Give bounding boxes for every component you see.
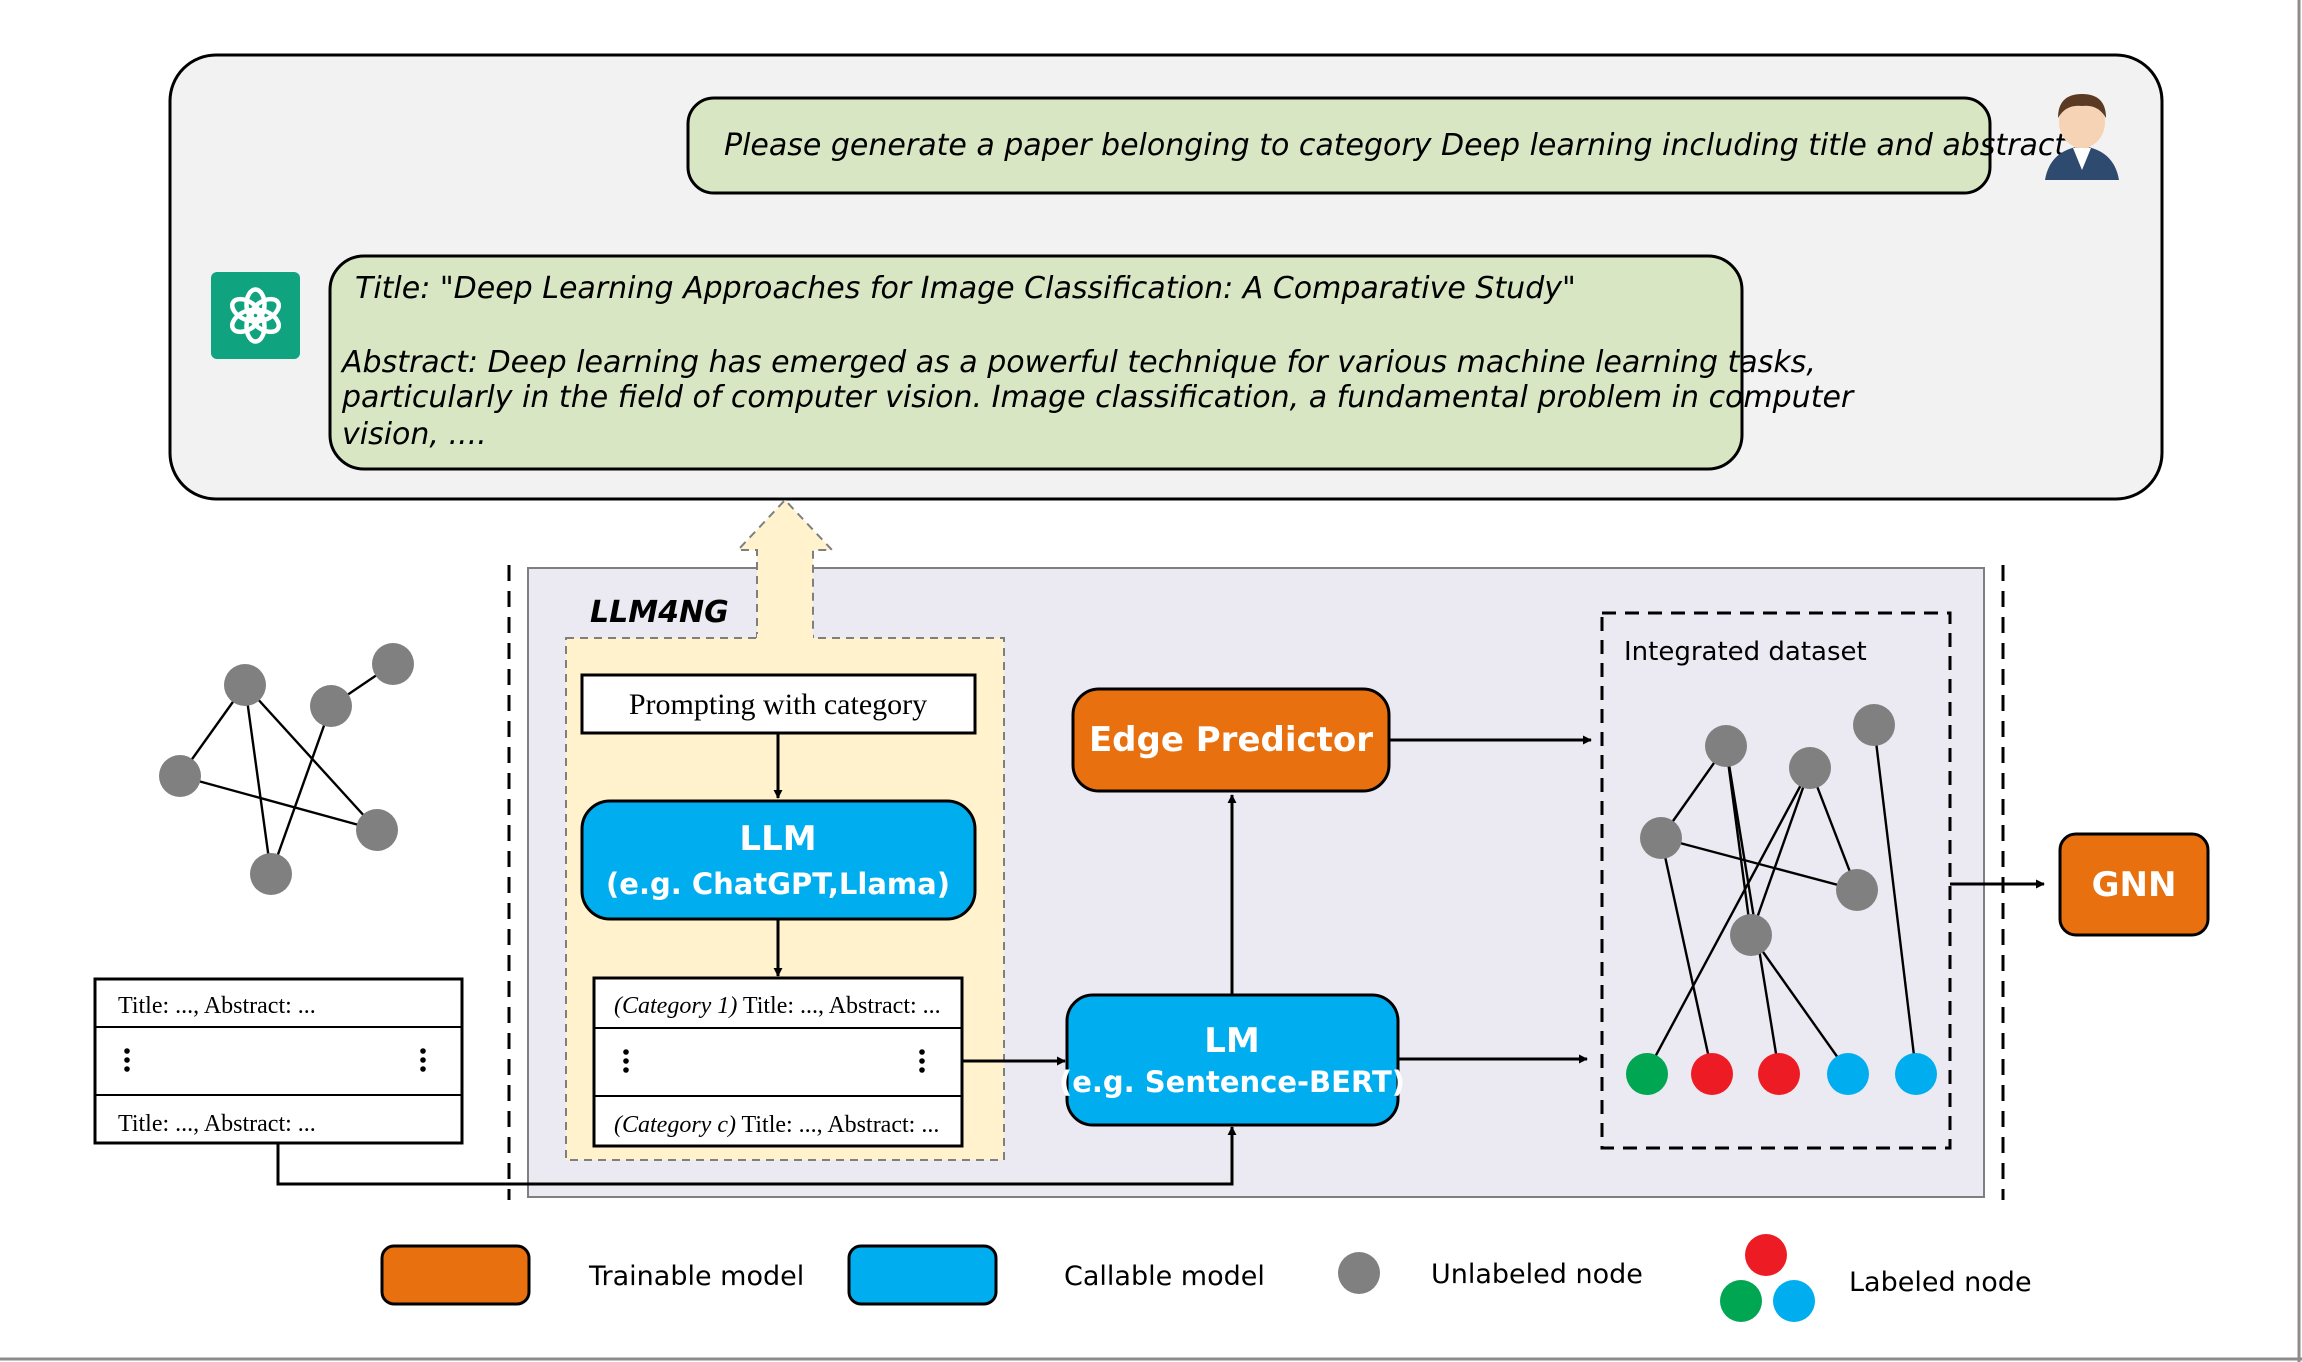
labeled-node-green	[1626, 1053, 1668, 1095]
generated-row-2-text: Title: ..., Abstract: ...	[736, 1112, 939, 1138]
prompt-box-label: Prompting with category	[629, 688, 927, 721]
original-graph-edges	[179, 663, 394, 875]
original-ellipsis	[124, 1048, 426, 1072]
integrated-unlabeled-nodes	[1640, 704, 1895, 956]
response-abstract-line-1: Abstract: Deep learning has emerged as a…	[340, 345, 1816, 380]
generated-row-2: (Category c) Title: ..., Abstract: ...	[614, 1112, 939, 1138]
response-title: Title: "Deep Learning Approaches for Ima…	[355, 271, 1576, 306]
gnn-label: GNN	[2092, 865, 2177, 905]
original-graph-nodes	[159, 643, 414, 895]
user-prompt-bubble	[686, 96, 1992, 195]
lm-box-subtitle: (e.g. Sentence-BERT)	[1059, 1065, 1405, 1099]
response-bubble	[328, 254, 1744, 471]
response-abstract-line-3: vision, ....	[342, 417, 487, 452]
response-abstract-line-2: particularly in the field of computer vi…	[341, 380, 1855, 415]
legend-trainable-label: Trainable model	[588, 1261, 804, 1292]
edge-predictor-label: Edge Predictor	[1089, 720, 1373, 760]
integrated-graph-edges	[1645, 724, 1918, 1073]
llm-panel-arrow-join	[757, 634, 813, 642]
legend-unlabeled-label: Unlabeled node	[1431, 1259, 1643, 1290]
integrated-dataset-box	[1600, 611, 1952, 1150]
legend-callable-label: Callable model	[1064, 1261, 1265, 1292]
framework-name: LLM4NG	[590, 595, 729, 630]
labeled-node-blue-2	[1895, 1053, 1937, 1095]
generated-row-1: (Category 1) Title: ..., Abstract: ...	[614, 993, 941, 1019]
gnn-box	[2058, 832, 2210, 937]
legend-trainable-swatch	[380, 1244, 531, 1306]
generated-ellipsis	[623, 1049, 925, 1073]
labeled-node-blue-1	[1827, 1053, 1869, 1095]
legend-unlabeled-swatch	[1338, 1252, 1380, 1294]
user-prompt-text: Please generate a paper belonging to cat…	[724, 128, 2076, 163]
legend-labeled-swatch	[1720, 1234, 1815, 1322]
generation-up-arrow	[735, 498, 835, 641]
llm-box-subtitle: (e.g. ChatGPT,Llama)	[606, 867, 950, 901]
generated-row-1-text: Title: ..., Abstract: ...	[737, 993, 940, 1019]
user-avatar-icon	[2045, 94, 2119, 180]
original-data-table	[93, 977, 464, 1145]
lm-box-title: LM	[1204, 1021, 1260, 1061]
integrated-dataset-label: Integrated dataset	[1624, 637, 1867, 667]
generated-row-2-category: (Category c)	[614, 1112, 736, 1138]
legend-callable-swatch	[847, 1244, 998, 1306]
labeled-node-red-2	[1758, 1053, 1800, 1095]
labeled-node-red-1	[1691, 1053, 1733, 1095]
original-row-2: Title: ..., Abstract: ...	[118, 1111, 316, 1137]
generated-table	[592, 976, 964, 1148]
llm-box-title: LLM	[739, 819, 816, 859]
prompt-box	[580, 673, 977, 735]
legend-labeled-label: Labeled node	[1849, 1267, 2032, 1298]
chatgpt-logo-icon	[211, 272, 300, 359]
arrow-original-to-lm	[276, 1126, 1237, 1186]
original-row-1: Title: ..., Abstract: ...	[118, 993, 316, 1019]
generated-row-1-category: (Category 1)	[614, 993, 737, 1019]
